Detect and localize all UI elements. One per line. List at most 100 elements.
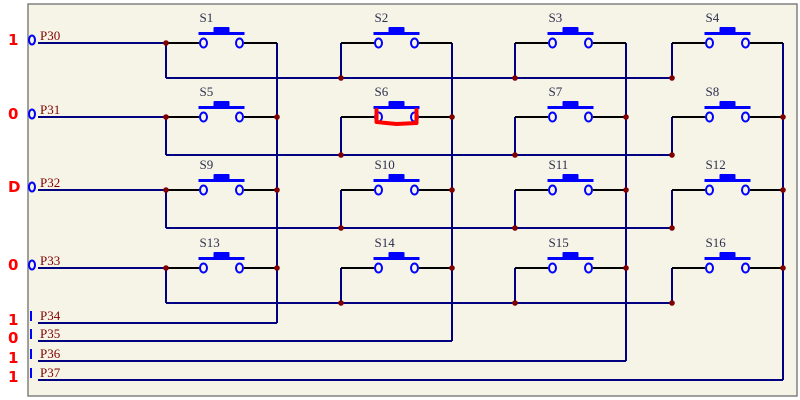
switch-actuator-bar <box>198 179 245 182</box>
junction-dot <box>623 265 629 271</box>
switch-contact <box>235 262 244 274</box>
switch-label: S1 <box>200 10 214 25</box>
switch-contact <box>705 111 714 123</box>
junction-dot <box>512 225 518 231</box>
switch-button <box>388 252 405 258</box>
junction-dot <box>512 75 518 81</box>
junction-dot <box>163 265 169 271</box>
junction-dot <box>338 225 344 231</box>
junction-dot <box>338 300 344 306</box>
switch-actuator-bar <box>373 32 420 35</box>
switch-button <box>388 174 405 180</box>
switch-label: S4 <box>706 10 720 25</box>
switch-contact <box>584 37 593 49</box>
switch-button <box>213 27 230 33</box>
junction-dot <box>669 75 675 81</box>
junction-dot <box>449 187 455 193</box>
switch-button <box>388 27 405 33</box>
wires <box>38 42 784 381</box>
switch-contact <box>410 262 419 274</box>
switch-leads <box>166 42 783 269</box>
port-label: P32 <box>40 175 60 190</box>
switch-actuator-bar <box>547 32 594 35</box>
switch-contact <box>374 184 383 196</box>
port-pin-mark <box>28 108 36 120</box>
switch-contact <box>374 262 383 274</box>
switch-button <box>213 174 230 180</box>
switch-button <box>213 101 230 107</box>
junction-dot <box>338 152 344 158</box>
switch-button <box>719 27 736 33</box>
handwritten-annotation: 0 <box>8 329 18 347</box>
switch-label: S16 <box>706 235 727 250</box>
switch-contact <box>548 37 557 49</box>
switch-actuator-bar <box>704 106 751 109</box>
junction-dot <box>669 225 675 231</box>
switch-label: S12 <box>706 157 726 172</box>
port-label: P35 <box>40 326 60 341</box>
junction-dot <box>338 75 344 81</box>
switch-label: S9 <box>200 157 214 172</box>
port-label: P37 <box>40 365 61 380</box>
switch-label: S11 <box>549 157 569 172</box>
port-label: P30 <box>40 28 60 43</box>
switch-label: S5 <box>200 84 214 99</box>
junction-dot <box>623 114 629 120</box>
handwritten-annotation: 1 <box>8 311 18 329</box>
port-label: P33 <box>40 253 60 268</box>
junction-dot <box>274 114 280 120</box>
switch-contact <box>584 184 593 196</box>
switch-contact <box>741 184 750 196</box>
switch-actuator-bar <box>198 257 245 260</box>
port-pin-mark <box>28 34 36 46</box>
switch-actuator-bar <box>547 106 594 109</box>
switch-label: S6 <box>375 84 389 99</box>
switch-label: S8 <box>706 84 720 99</box>
switch-button <box>388 101 405 107</box>
junction-dot <box>623 187 629 193</box>
switch-label: S14 <box>375 235 396 250</box>
junction-dot <box>512 152 518 158</box>
switch-contact <box>741 262 750 274</box>
port-pin-mark <box>28 181 36 193</box>
switch-contact <box>584 262 593 274</box>
switch-actuator-bar <box>704 32 751 35</box>
handwritten-annotation: D <box>8 178 20 196</box>
switch-button <box>719 101 736 107</box>
handwritten-annotation: 1 <box>8 31 18 49</box>
highlight-mark <box>374 108 419 126</box>
switch-button <box>719 252 736 258</box>
port-label: P34 <box>40 308 61 323</box>
junction-dot <box>449 114 455 120</box>
switch-contact <box>741 111 750 123</box>
schematic-sheet <box>27 3 798 397</box>
switch-actuator-bar <box>373 179 420 182</box>
switch-contact <box>705 184 714 196</box>
switch-contact <box>199 184 208 196</box>
switch-label: S3 <box>549 10 563 25</box>
port-pin-mark <box>28 259 36 271</box>
junction-dot <box>780 265 786 271</box>
switch-label: S7 <box>549 84 563 99</box>
switch-button <box>562 27 579 33</box>
junction-dot <box>163 40 169 46</box>
switch-contact <box>705 262 714 274</box>
junctions <box>163 40 786 306</box>
switch-contact <box>548 111 557 123</box>
switch-actuator-bar <box>704 179 751 182</box>
switch-actuator-bar <box>198 32 245 35</box>
switch-actuator-bar <box>373 106 420 109</box>
switch-contact <box>410 37 419 49</box>
switch-actuator-bar <box>198 106 245 109</box>
switch-contact <box>199 111 208 123</box>
junction-dot <box>512 300 518 306</box>
switch-contact <box>548 184 557 196</box>
switch-contact <box>548 262 557 274</box>
switch-actuator-bar <box>704 257 751 260</box>
port-label: P31 <box>40 102 60 117</box>
switch-button <box>562 101 579 107</box>
